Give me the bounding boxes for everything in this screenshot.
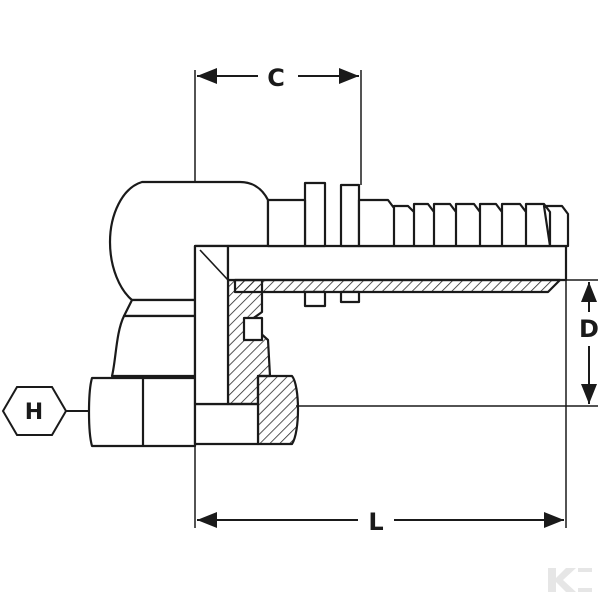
stem-section [226, 278, 272, 406]
dimension-l-label: L [368, 508, 383, 536]
bore-channel [193, 244, 230, 406]
dimension-d-label: D [579, 315, 599, 343]
dimension-c-label: C [267, 64, 285, 92]
hose-barbs [357, 198, 570, 248]
collar-ring-1 [303, 181, 327, 248]
elbow-head [108, 180, 270, 302]
dimension-d: D [579, 282, 599, 404]
dimension-h-label: H [25, 400, 43, 425]
dimension-c: C [197, 64, 359, 92]
hose-tail [226, 244, 568, 282]
fitting-body [87, 180, 570, 448]
hex-nut [110, 314, 197, 378]
dimension-l: L [197, 508, 564, 536]
logo-watermark [548, 568, 592, 592]
collar-ring-2 [339, 183, 361, 248]
dimension-h: H [1, 386, 90, 436]
nut-section [256, 374, 300, 446]
